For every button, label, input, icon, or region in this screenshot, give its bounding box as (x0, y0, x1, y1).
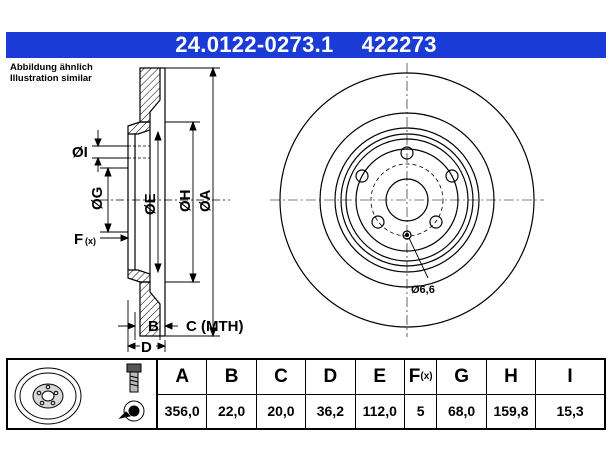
spec-value: 356,0 (164, 403, 200, 420)
spec-value: 112,0 (362, 403, 397, 420)
cross-section-view (100, 67, 230, 337)
spec-col-C: C 20,0 (256, 360, 307, 428)
disc-thumbnail-icon (14, 363, 145, 425)
spec-header-sub: (x) (420, 371, 433, 383)
front-view (270, 63, 544, 337)
label-dim-H: ØH (177, 190, 194, 213)
bolt-holes (355, 146, 459, 229)
spec-col-H: H 159,8 (486, 360, 537, 428)
spec-col-B: B 22,0 (207, 360, 257, 428)
label-dim-B: B (148, 318, 159, 335)
spec-header: B (207, 360, 256, 395)
spec-value: 22,0 (217, 403, 246, 420)
spec-value: 159,8 (493, 403, 529, 420)
spec-header: C (256, 360, 306, 395)
caption-line-de: Abbildung ähnlich (10, 62, 93, 73)
spec-value: 36,2 (316, 403, 344, 420)
spec-value: 5 (416, 403, 425, 420)
spec-col-D: D 36,2 (306, 360, 356, 428)
title-bar: 24.0122-0273.1 422273 (6, 32, 606, 58)
dimension-lines (92, 66, 220, 352)
spec-header: H (486, 360, 536, 395)
label-dim-D: D (141, 339, 152, 356)
spec-header-letter: F (408, 365, 421, 387)
spec-header: D (306, 360, 355, 395)
spec-col-F: F(x) 5 (404, 360, 438, 428)
spec-value: 68,0 (447, 403, 476, 420)
spec-header: A (158, 360, 207, 395)
spec-columns: A 356,0 B 22,0 C 20,0 D 36,2 E 112,0 F(x… (158, 360, 604, 428)
part-number: 24.0122-0273.1 (175, 32, 334, 57)
spec-header: F(x) (404, 360, 437, 395)
label-dim-C: C (MTH) (186, 318, 243, 335)
dimension-labels: ØI ØG ØE ØH ØA F (x) B C (MTH) D (72, 144, 243, 356)
spec-col-I: I 15,3 (536, 360, 604, 428)
spec-value: 15,3 (556, 403, 584, 420)
spec-col-A: A 356,0 (158, 360, 208, 428)
label-dim-F-sub: (x) (85, 236, 96, 246)
section-hat-upper (127, 121, 151, 135)
label-dim-F: F (74, 231, 83, 248)
spec-col-E: E 112,0 (355, 360, 405, 428)
bolt-icon (126, 363, 142, 393)
spec-header: G (437, 360, 486, 395)
spec-table: A 356,0 B 22,0 C 20,0 D 36,2 E 112,0 F(x… (6, 358, 606, 430)
spec-col-G: G 68,0 (437, 360, 487, 428)
label-bolt-hole: Ø6,6 (411, 284, 435, 296)
spec-value: 20,0 (267, 403, 295, 420)
section-hat-lower (127, 269, 151, 283)
article-number: 422273 (361, 32, 437, 57)
bolt-hole-leader (408, 237, 429, 279)
torque-icon (118, 400, 145, 422)
label-dim-I: ØI (72, 144, 88, 161)
section-upper-friction-ring (139, 67, 161, 123)
label-dim-G: ØG (89, 187, 106, 210)
locating-hole (402, 230, 412, 240)
label-dim-A: ØA (197, 189, 214, 212)
product-thumbnail (8, 360, 158, 428)
spec-header: E (355, 360, 404, 395)
label-dim-E: ØE (142, 193, 159, 215)
caption-line-en: Illustration similar (10, 73, 92, 84)
spec-header: I (536, 360, 604, 395)
illustration-caption: Abbildung ähnlich Illustration similar (10, 62, 93, 84)
